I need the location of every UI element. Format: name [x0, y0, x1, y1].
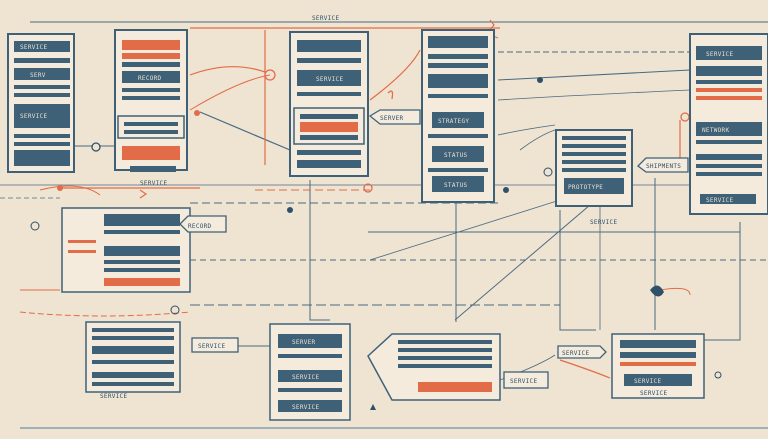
- flow-line: [497, 124, 556, 136]
- node-circle-icon: [287, 207, 293, 213]
- panel-k: SERVICE SERVICE: [611, 333, 705, 399]
- panel-d-label-1: STRATEGY: [438, 118, 469, 125]
- panel-g: [61, 207, 191, 293]
- panel-f-label-2: NETWORK: [702, 127, 729, 134]
- node-circle-icon: [170, 305, 180, 315]
- panel-i: SERVER SERVICE SERVICE: [269, 323, 351, 421]
- panel-a-label-1: SERVICE: [20, 44, 47, 51]
- flow-line: [309, 180, 330, 321]
- flow-line: [369, 199, 561, 261]
- callout-server: SERVER: [368, 109, 421, 125]
- callout-service-h-label: SERVICE: [198, 343, 225, 350]
- caption-c: SERVICE: [312, 15, 339, 22]
- callout-service-k-label: SERVICE: [562, 350, 589, 357]
- node-circle-icons: [30, 19, 722, 410]
- node-circle-icon: [57, 185, 63, 191]
- hook-arrow-icon: [139, 189, 148, 199]
- flow-line: [497, 89, 691, 101]
- panel-a: SERVICE SERV SERVICE: [7, 33, 75, 173]
- node-circle-icon: [91, 142, 101, 152]
- flow-line: [559, 210, 596, 331]
- panel-a-label-2: SERV: [30, 72, 46, 79]
- pin-icon: [650, 285, 664, 297]
- panel-j: [367, 333, 501, 401]
- panel-b-label: RECORD: [138, 75, 162, 82]
- panel-d-label-3: STATUS: [444, 182, 468, 189]
- panel-e: PROTOTYPE: [555, 129, 633, 207]
- panel-k-label-2: SERVICE: [640, 390, 667, 397]
- flow-line: [454, 204, 591, 321]
- hook-arrow-icon: [387, 90, 394, 100]
- flow-line: [199, 111, 291, 151]
- flow-line-orange: [369, 49, 421, 101]
- flow-line-orange: [559, 359, 611, 379]
- flow-line-orange: [659, 287, 691, 296]
- panel-h: SERVICE: [85, 321, 181, 400]
- panel-i-label-2: SERVICE: [292, 374, 319, 381]
- callout-shipments-label: SHIPMENTS: [646, 163, 681, 170]
- node-circle-icon: [503, 187, 509, 193]
- flow-line-orange: [19, 311, 191, 317]
- callout-record: RECORD: [179, 215, 227, 233]
- flow-line-orange: [189, 74, 271, 111]
- node-circle-icon: [543, 167, 553, 177]
- node-circle-icon: [714, 371, 722, 379]
- hook-arrow-icon: [370, 404, 376, 410]
- caption-b: SERVICE: [140, 180, 167, 187]
- hook-arrow-icon: [489, 19, 495, 31]
- node-circle-icon: [537, 77, 543, 83]
- flow-line-orange: [189, 66, 266, 76]
- callout-record-label: RECORD: [188, 223, 212, 230]
- flow-line-orange: [39, 185, 101, 196]
- panel-d-label-2: STATUS: [444, 152, 468, 159]
- panel-k-label-1: SERVICE: [634, 378, 661, 385]
- callout-service-j-label: SERVICE: [510, 378, 537, 385]
- callout-server-label: SERVER: [380, 115, 404, 122]
- panel-d: STRATEGY STATUS STATUS: [421, 29, 495, 203]
- flow-line: [519, 129, 556, 151]
- callout-shipments: SHIPMENTS: [637, 157, 689, 173]
- node-circle-icon: [264, 69, 276, 81]
- node-circle-icon: [680, 112, 690, 122]
- callout-service-k: SERVICE: [557, 345, 607, 359]
- callout-service-j: SERVICE: [503, 371, 549, 389]
- panel-a-label-3: SERVICE: [20, 113, 47, 120]
- flow-line: [497, 69, 691, 81]
- callout-service-h: SERVICE: [191, 337, 239, 353]
- panel-i-label-3: SERVICE: [292, 404, 319, 411]
- flow-line: [692, 222, 741, 341]
- panel-h-label: SERVICE: [100, 393, 127, 400]
- panel-f-label-1: SERVICE: [706, 51, 733, 58]
- node-circle-icon: [363, 183, 373, 193]
- panel-c: SERVICE: [289, 31, 369, 177]
- panel-e-label: PROTOTYPE: [568, 184, 603, 191]
- panel-f: SERVICE NETWORK SERVICE: [689, 33, 768, 215]
- node-circle-icon: [30, 221, 40, 231]
- panel-f-label-3: SERVICE: [706, 197, 733, 204]
- panel-i-label-1: SERVER: [292, 339, 316, 346]
- caption-e: SERVICE: [590, 219, 617, 226]
- panel-c-label: SERVICE: [316, 76, 343, 83]
- node-circle-icon: [194, 110, 200, 116]
- panel-b: RECORD: [114, 29, 188, 172]
